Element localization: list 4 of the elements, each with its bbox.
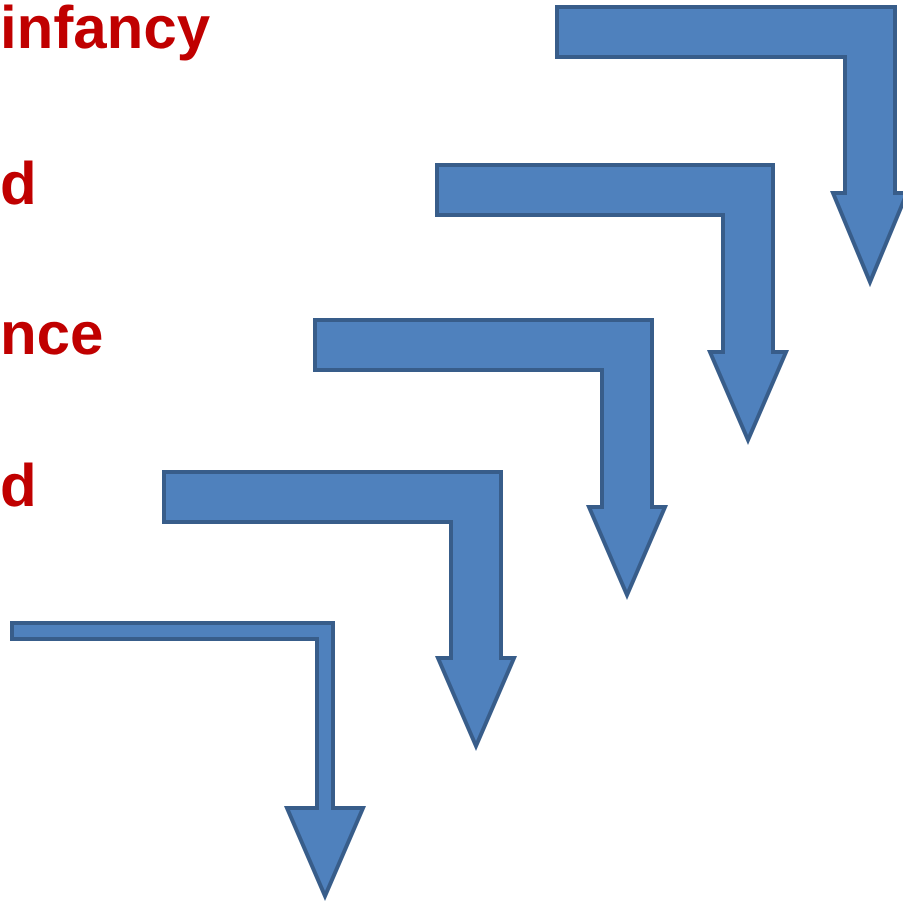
stage-label: d xyxy=(0,456,37,516)
stage-label: nce xyxy=(0,304,104,364)
stage-label: infancy xyxy=(0,0,210,58)
stage-label: d xyxy=(0,154,37,214)
